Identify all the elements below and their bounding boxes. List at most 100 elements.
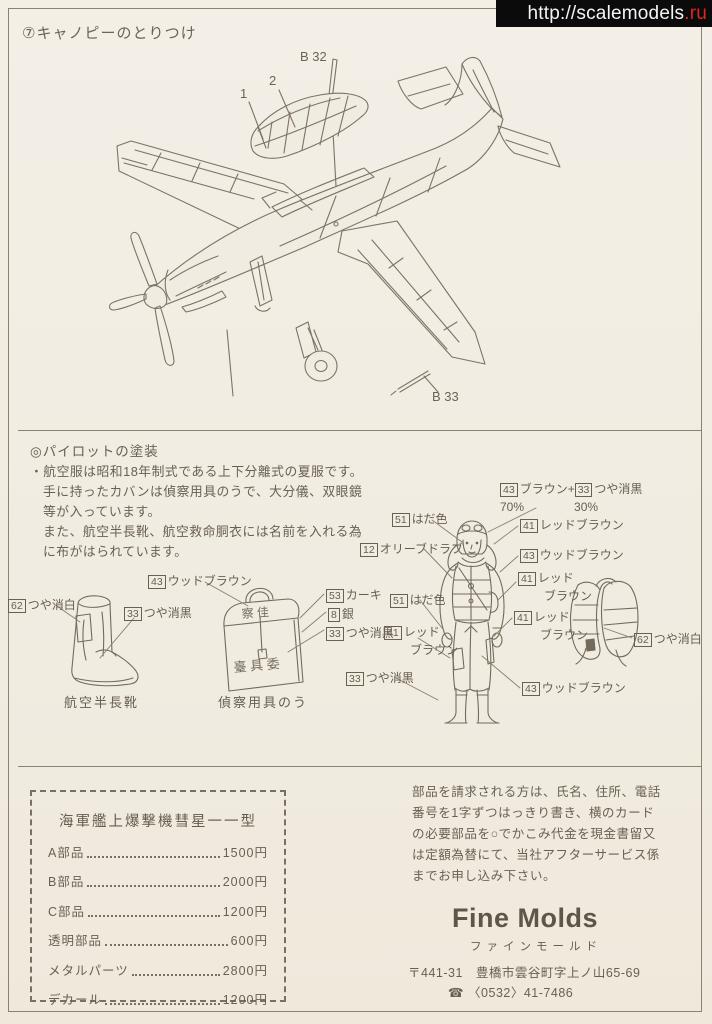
watermark-url: http://scalemodels — [527, 2, 685, 24]
fine-molds-kana: ファインモールド — [470, 941, 602, 953]
color-number: 43 — [500, 483, 518, 497]
request-line: 番号を1字ずつはっきり書き、横のカード — [412, 806, 655, 820]
pilot-text-line: 等が入っています。 — [43, 504, 161, 519]
caption-boot: 航空半長靴 — [64, 695, 140, 710]
request-line: までお申し込み下さい。 — [412, 869, 557, 883]
company-phone: ☎ 〈0532〉41-7486 — [448, 986, 574, 1000]
color-number: 53 — [326, 589, 344, 603]
price-list-title: 海軍艦上爆撃機彗星一一型 — [59, 814, 257, 830]
pilot-paint-diagram: 察 佳 臺 具 委 — [53, 507, 639, 724]
color-number: 43 — [148, 575, 166, 589]
color-number: 41 — [518, 572, 536, 586]
pilot-text-line: 手に持ったカバンは偵察用具のうで、大分儀、双眼鏡 — [43, 484, 363, 499]
landing-gear-left — [226, 255, 273, 397]
section-divider-1 — [18, 430, 702, 431]
request-line: 部品を請求される方は、氏名、住所、電話 — [412, 785, 661, 799]
tail-fin — [444, 56, 503, 118]
aircraft-diagram — [108, 56, 561, 397]
dotted-leader — [105, 943, 228, 946]
color-number: 43 — [520, 549, 538, 563]
bag-front-markings: 臺 具 委 — [233, 656, 280, 675]
request-line: は定額為替にて、当社アフターサービス係 — [412, 848, 660, 862]
callout-part-b32: B 32 — [300, 49, 327, 64]
color-number: 51 — [390, 594, 408, 608]
dotted-leader — [88, 914, 220, 917]
callout-part-b33: B 33 — [432, 389, 459, 404]
caption-bag: 偵察用具のう — [218, 695, 309, 710]
dotted-leader — [131, 973, 220, 976]
dotted-leader — [87, 855, 220, 858]
bag-flap-markings: 察 佳 — [241, 605, 269, 621]
color-number: 8 — [328, 608, 340, 622]
pilot-figure-drawing — [439, 520, 505, 724]
life-vest-drawing — [569, 577, 639, 667]
right-stabilizer — [497, 125, 561, 168]
color-number: 33 — [124, 607, 142, 621]
color-number: 41 — [520, 519, 538, 533]
pitot-part-b33 — [390, 370, 439, 396]
fine-molds-logo: Fine Molds — [452, 903, 598, 933]
callout-part-2: 2 — [269, 73, 277, 88]
color-number: 33 — [574, 483, 593, 497]
parts-request-text: 部品を請求される方は、氏名、住所、電話 番号を1字ずつはっきり書き、横のカード … — [412, 782, 708, 887]
watermark-url-bar[interactable]: http://scalemodels.ru — [496, 0, 712, 27]
callout-part-1: 1 — [240, 86, 248, 101]
color-number: 62 — [634, 633, 652, 647]
watermark-url-tld: .ru — [684, 2, 707, 24]
color-number: 33 — [326, 627, 344, 641]
canopy-part — [250, 92, 369, 159]
right-wing — [337, 220, 486, 365]
dotted-leader — [87, 884, 220, 887]
flight-boot-drawing — [71, 595, 139, 687]
color-number: 33 — [346, 672, 364, 686]
fuselage — [151, 107, 504, 307]
mix-percentages: 70%30% — [500, 500, 599, 514]
page-border-frame — [8, 8, 702, 1012]
color-number: 12 — [360, 543, 378, 557]
request-line: の必要部品を○でかこみ代金を現金書留又 — [412, 827, 656, 841]
propeller — [108, 231, 175, 366]
pilot-section-heading: ◎パイロットの塗装 — [30, 444, 159, 459]
color-number: 62 — [8, 599, 26, 613]
engine-cowling — [164, 255, 227, 313]
observer-bag-drawing — [223, 587, 304, 692]
step-title: ⑦キャノピーのとりつけ — [22, 25, 197, 42]
paint-leader-lines — [53, 507, 633, 701]
left-stabilizer — [397, 66, 464, 110]
pilot-text-line: また、航空半長靴、航空救命胴衣には名前を入れる為 — [43, 524, 363, 539]
landing-gear-wheel — [295, 321, 338, 382]
color-number: 41 — [514, 611, 532, 625]
pilot-section-text: ・航空服は昭和18年制式である上下分離式の夏服です。 手に持ったカバンは偵察用具… — [30, 462, 363, 562]
pilot-text-line: に布がはられています。 — [43, 544, 188, 559]
pilot-text-line: ・航空服は昭和18年制式である上下分離式の夏服です。 — [30, 464, 363, 479]
canopy-callout-leaders — [248, 89, 296, 140]
dotted-leader — [105, 1002, 220, 1005]
color-number: 51 — [392, 513, 410, 527]
color-number: 41 — [384, 626, 402, 640]
